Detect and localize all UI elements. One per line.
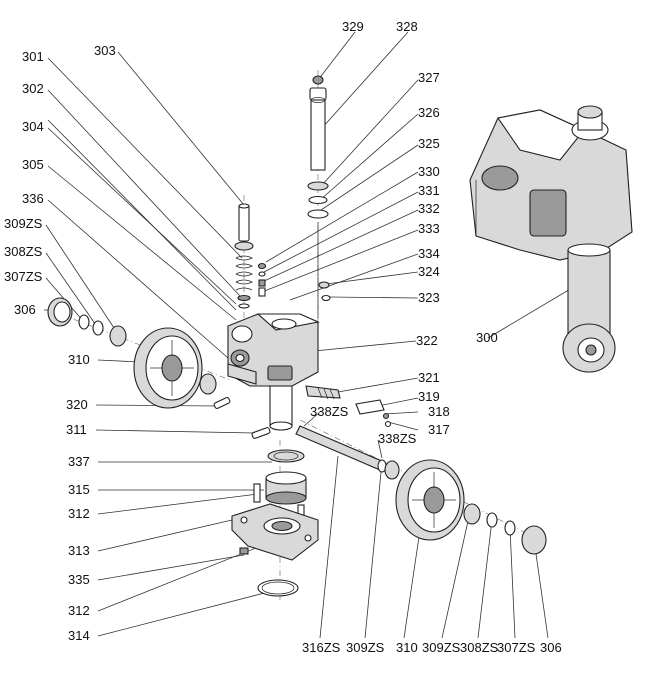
label-326: 326	[418, 105, 440, 120]
label-328: 328	[396, 19, 418, 34]
pump-body	[227, 313, 320, 387]
label-305: 305	[22, 157, 44, 172]
label-309zs-left: 309ZS	[4, 216, 43, 231]
release-lever	[305, 385, 392, 428]
label-306-right: 306	[540, 640, 562, 655]
label-337: 337	[68, 454, 90, 469]
label-312-b: 312	[68, 603, 90, 618]
base-plate	[231, 503, 319, 597]
label-304: 304	[22, 119, 44, 134]
label-311: 311	[66, 422, 87, 437]
label-320: 320	[66, 397, 88, 412]
label-322: 322	[416, 333, 438, 348]
label-332: 332	[418, 201, 440, 216]
piston-assembly	[307, 75, 329, 318]
label-308zs-left: 308ZS	[4, 244, 43, 259]
label-336: 336	[22, 191, 44, 206]
label-325: 325	[418, 136, 440, 151]
label-324: 324	[418, 264, 440, 279]
label-307zs-right: 307ZS	[497, 640, 536, 655]
left-wheel-assembly	[47, 297, 271, 439]
label-338zs-b: 338ZS	[378, 431, 417, 446]
part-number-labels: 329 328 327 326 325 330 331 332 333 334 …	[4, 19, 562, 655]
label-309zs-mid: 309ZS	[346, 640, 385, 655]
label-334: 334	[418, 246, 440, 261]
label-335: 335	[68, 572, 90, 587]
label-319: 319	[418, 389, 440, 404]
label-314: 314	[68, 628, 90, 643]
label-338zs-a: 338ZS	[310, 404, 349, 419]
valve-screws	[257, 262, 331, 302]
label-310-left: 310	[68, 352, 90, 367]
leader-lines	[44, 31, 573, 639]
label-331: 331	[418, 183, 440, 198]
label-313: 313	[68, 543, 90, 558]
label-310-right: 310	[396, 640, 418, 655]
stem-and-bearings	[253, 385, 307, 524]
label-330: 330	[418, 164, 440, 179]
pump-rod-spring	[234, 203, 254, 309]
label-309zs-right: 309ZS	[422, 640, 461, 655]
label-306-left: 306	[14, 302, 36, 317]
label-301: 301	[22, 49, 44, 64]
label-318: 318	[428, 404, 450, 419]
label-327: 327	[418, 70, 440, 85]
right-wheel-assembly	[295, 425, 547, 555]
label-329: 329	[342, 19, 364, 34]
label-307zs-left: 307ZS	[4, 269, 43, 284]
label-321: 321	[418, 370, 440, 385]
label-316zs: 316ZS	[302, 640, 341, 655]
label-308zs-right: 308ZS	[460, 640, 499, 655]
label-312-a: 312	[68, 506, 90, 521]
label-300: 300	[476, 330, 498, 345]
assembled-pump-view	[469, 105, 633, 373]
label-317: 317	[428, 422, 450, 437]
label-315: 315	[68, 482, 90, 497]
label-302: 302	[22, 81, 44, 96]
label-333: 333	[418, 221, 440, 236]
label-323: 323	[418, 290, 440, 305]
label-303: 303	[94, 43, 116, 58]
